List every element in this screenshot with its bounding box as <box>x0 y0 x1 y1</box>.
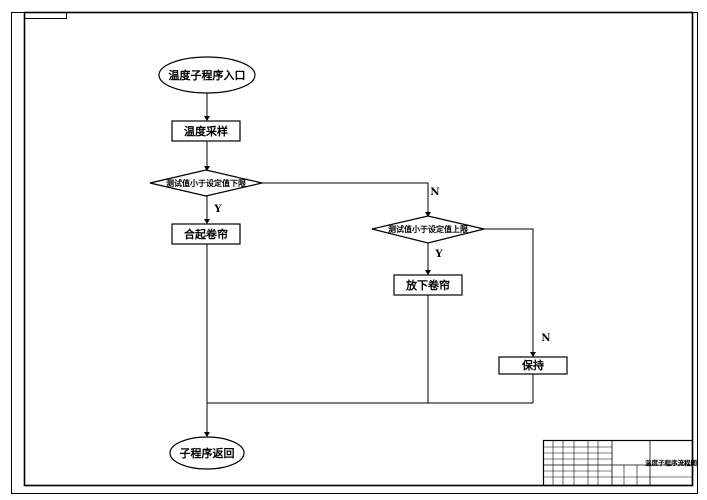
arrowheads <box>204 116 536 437</box>
outer-border <box>11 12 698 494</box>
end-label: 子程序返回 <box>180 446 235 460</box>
start-terminator <box>158 56 256 94</box>
no-1-label: N <box>430 187 439 198</box>
decision-high-label: 测试值小于设定值上限 <box>388 224 468 234</box>
close-curtain-box <box>171 223 241 245</box>
hold-label: 保持 <box>521 358 544 372</box>
title-block <box>542 439 694 487</box>
decision-low-label: 测试值小于设定值下限 <box>166 178 246 188</box>
sample-label: 温度采样 <box>184 124 228 138</box>
drawing-title: 温度子程序流程图 <box>645 458 698 467</box>
yes-1-label: Y <box>213 204 222 215</box>
lower-curtain-box <box>393 274 463 296</box>
sample-process-box <box>171 120 241 142</box>
start-label: 温度子程序入口 <box>169 68 246 82</box>
lower-curtain-label: 放下卷帘 <box>405 278 450 292</box>
connectors <box>206 93 534 436</box>
inner-border <box>23 11 694 487</box>
decision-low-diamond <box>149 169 263 197</box>
no-2-label: N <box>541 333 550 344</box>
end-terminator <box>169 436 245 470</box>
close-curtain-label: 合起卷帘 <box>184 227 228 241</box>
hold-box <box>498 356 568 375</box>
corner-tab <box>24 12 67 19</box>
decision-high-diamond <box>371 215 485 244</box>
yes-2-label: Y <box>434 249 443 260</box>
